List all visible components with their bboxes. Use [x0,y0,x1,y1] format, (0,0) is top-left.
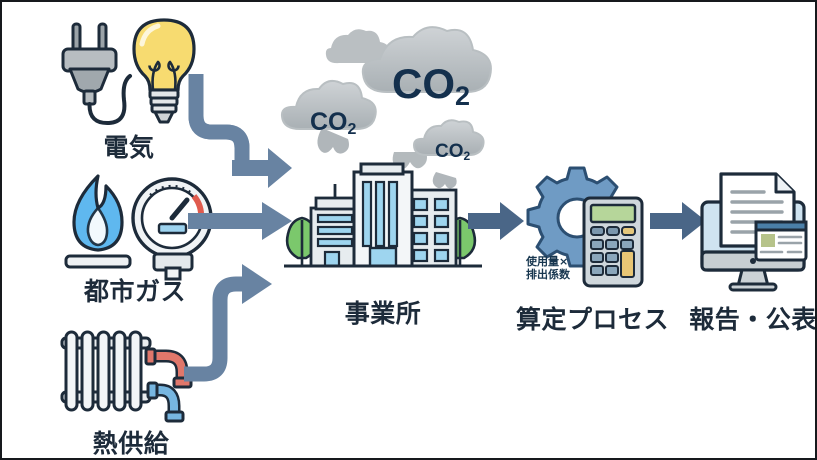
arrow-city-gas-to-facility [188,202,292,240]
calculator-icon [582,196,644,288]
light-bulb-icon [132,18,196,124]
electricity-icons [61,18,196,126]
stage-reporting-label: 報告・公表 [689,305,817,334]
office-buildings-icon [284,162,482,268]
cloud-medium-icon: CO2 [280,79,377,154]
stage-reporting-group: 報告・公表 [689,168,815,334]
cloud-small-label: CO2 [435,141,471,163]
arrow-heat-supply-to-facility [184,264,272,382]
input-city-gas-group: 都市ガス [54,172,214,312]
cold-pipe-icon [146,381,185,423]
calculation-formula: 使用量× 排出係数 [526,255,570,281]
gas-meter-icon [131,177,213,281]
arrow-calculation-to-reporting [650,202,706,240]
power-plug-icon [61,22,132,126]
arrow-electricity-to-facility [188,74,292,188]
monitor-document-icon [700,172,808,292]
building-center [352,162,414,268]
gas-flame-icon [64,174,132,269]
heat-supply-icons [60,330,193,423]
hot-pipe-icon [144,347,193,389]
cloud-large-icon: CO2 [361,26,492,170]
input-city-gas-label: 都市ガス [83,277,186,306]
stage-facility-group: 事業所 [278,162,488,328]
gear-calculator-icon [526,166,644,288]
cloud-medium-label: CO2 [310,108,357,138]
formula-line-1: 使用量× [526,255,569,268]
stage-calculation-label: 算定プロセス [515,305,669,334]
co2-emissions-clouds: CO2 CO2 CO2 [280,26,492,189]
arrow-facility-to-calculation [468,202,524,240]
browser-window-icon [754,220,808,262]
input-electricity-label: 電気 [103,133,155,162]
building-left [309,184,361,268]
input-electricity-group: 電気 [54,16,204,166]
stage-calculation-group: 使用量× 排出係数 算定プロセス [516,164,669,334]
input-heat-supply-group: 熱供給 [54,320,214,458]
cloud-large-label: CO2 [392,60,470,111]
radiator-icon [60,330,152,412]
cloud-plain-icon [325,29,390,64]
formula-line-2: 排出係数 [526,268,570,281]
cloud-small-icon: CO2 [412,119,485,189]
stage-facility-label: 事業所 [344,299,422,328]
city-gas-icons [64,174,213,281]
input-heat-supply-label: 熱供給 [92,429,170,458]
